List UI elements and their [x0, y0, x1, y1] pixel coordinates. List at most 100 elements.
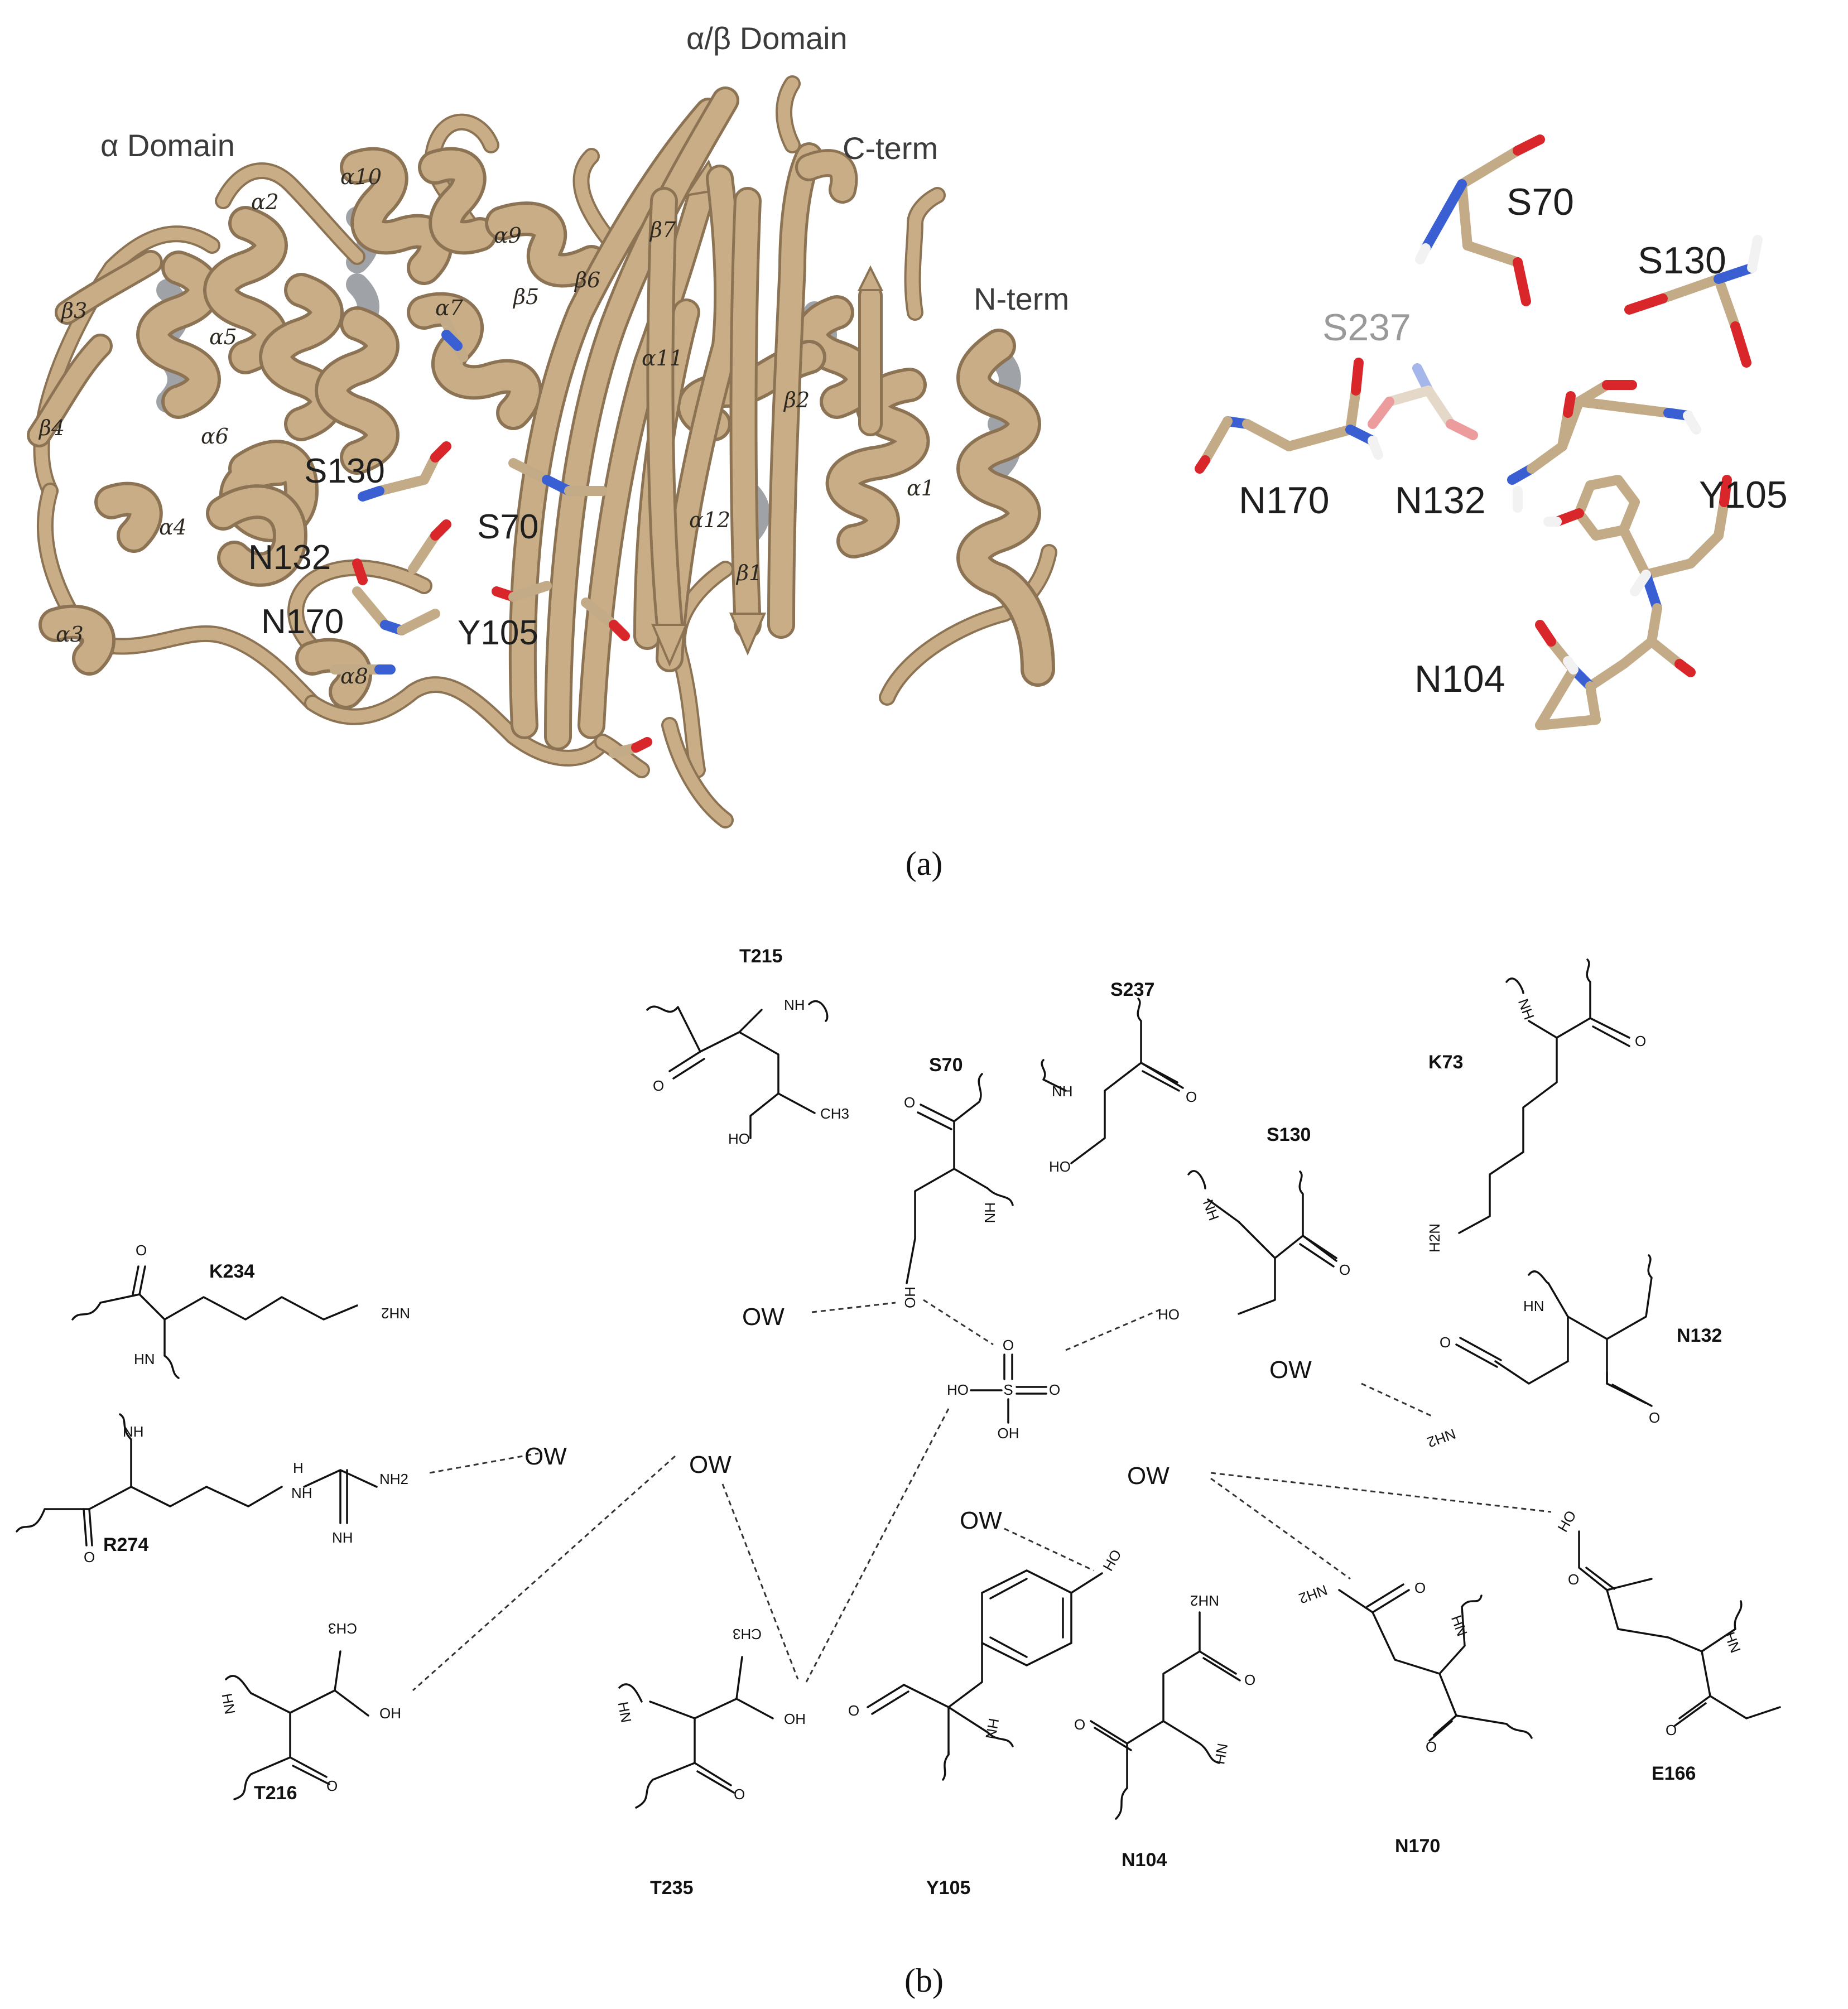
n132-nh2: NH2	[1425, 1425, 1458, 1451]
sulfate-o-right: O	[1049, 1381, 1060, 1398]
active-site-stick-model: S70 S130 S237	[1195, 134, 1788, 730]
n170-o2: O	[1426, 1738, 1437, 1755]
residue-n104: N104 NH2 O O NH	[1074, 1592, 1255, 1871]
sulfate-s: S	[1003, 1381, 1013, 1398]
strand-label-6: β6	[574, 268, 600, 292]
residue-n170: N170 NH2 O HN O	[1297, 1579, 1533, 1857]
stick-label-s237: S237	[1322, 306, 1411, 349]
residue-t215: T215 NH O HO CH3	[646, 946, 849, 1147]
water-ow-3: OW	[524, 1443, 567, 1470]
ribbon-active-site-sticks	[330, 307, 652, 758]
stick-y105: Y105	[1543, 474, 1788, 613]
strand-label-1: β1	[735, 561, 762, 585]
k234-hn: HN	[134, 1351, 155, 1367]
residue-r274: R274 NH O H NH NH2 NH	[16, 1413, 408, 1565]
k73-nh: NH	[1515, 996, 1538, 1022]
label-e166: E166	[1652, 1763, 1696, 1784]
e166-o2: O	[1666, 1722, 1677, 1738]
ribbon-label-n170: N170	[261, 603, 344, 641]
t216-oh: OH	[379, 1705, 401, 1722]
ribbon-label-n132: N132	[248, 538, 331, 577]
water-ow-4: OW	[689, 1451, 732, 1478]
helix-label-12: α12	[689, 508, 730, 532]
n132-hn: HN	[1523, 1298, 1544, 1314]
helix-label-8: α8	[340, 664, 368, 688]
n170-nh2: NH2	[1297, 1582, 1330, 1607]
stick-label-n132: N132	[1395, 479, 1486, 522]
sulfate-group: O HO S O OH	[947, 1337, 1060, 1442]
r274-nh: NH	[123, 1423, 144, 1440]
residue-n132: N132 HN O O NH2	[1425, 1254, 1722, 1451]
s237-ho: HO	[1049, 1158, 1071, 1175]
stick-label-y105: Y105	[1699, 474, 1788, 516]
n132-o: O	[1649, 1409, 1660, 1426]
label-s237: S237	[1110, 979, 1154, 1000]
r274-o: O	[84, 1549, 95, 1565]
t235-ch3: CH3	[733, 1626, 762, 1642]
stick-s130: S130	[1624, 235, 1763, 368]
beta7-arrowhead	[651, 624, 689, 667]
residue-e166: E166 HO O HN O	[1554, 1507, 1781, 1784]
label-y105: Y105	[926, 1877, 970, 1899]
helix-label-9: α9	[494, 223, 522, 248]
y105-o: O	[848, 1702, 859, 1719]
beta1-arrowhead	[729, 613, 767, 656]
k73-o: O	[1635, 1033, 1646, 1049]
helix-label-1: α1	[907, 476, 935, 500]
n104-o: O	[1244, 1671, 1255, 1688]
n104-nh: NH	[1211, 1742, 1231, 1765]
s130-nh: NH	[1200, 1197, 1223, 1223]
s70-hn: HN	[981, 1202, 998, 1223]
alpha-beta-domain-label: α/β Domain	[686, 21, 848, 56]
label-s70: S70	[929, 1054, 963, 1076]
stick-label-s130: S130	[1638, 239, 1726, 282]
r274-nh2: NH2	[379, 1471, 408, 1487]
stick-label-n104: N104	[1414, 658, 1505, 700]
residue-s130: S130 NH O HO	[1158, 1124, 1350, 1323]
ribbon-label-y105: Y105	[458, 614, 538, 652]
stick-n104: N104	[1414, 603, 1696, 730]
s130-ho: HO	[1158, 1306, 1180, 1323]
label-t216: T216	[254, 1782, 297, 1804]
s237-nh: NH	[1052, 1083, 1073, 1100]
sulfate-oh: OH	[998, 1425, 1019, 1442]
helix-label-5: α5	[209, 325, 237, 349]
strand-label-5: β5	[512, 285, 539, 309]
strand-label-4: β4	[38, 416, 65, 440]
t235-hn: HN	[615, 1700, 635, 1724]
y105-ho: HO	[1099, 1547, 1124, 1574]
water-ow-6: OW	[960, 1507, 1002, 1534]
label-r274: R274	[103, 1534, 148, 1555]
e166-hn: HN	[1721, 1630, 1744, 1655]
alpha-domain-label: α Domain	[100, 128, 235, 163]
strand-label-3: β3	[60, 298, 87, 323]
beta2-arrowhead	[857, 265, 884, 291]
helix-label-3: α3	[56, 622, 84, 647]
stick-s70: S70	[1415, 134, 1574, 306]
panel-b-caption: (b)	[904, 1962, 944, 1999]
sulfate-o-top: O	[1003, 1337, 1014, 1353]
ribbon-label-s130: S130	[304, 452, 385, 490]
residue-t235: T235 HN CH3 OH O	[615, 1626, 806, 1899]
hydrogen-bonds	[412, 1299, 1552, 1692]
label-n104: N104	[1122, 1849, 1167, 1871]
c-term-label: C-term	[843, 131, 938, 166]
stick-label-s70: S70	[1507, 181, 1574, 223]
ribbon-loops	[33, 75, 1057, 828]
n104-nh2: NH2	[1190, 1592, 1219, 1609]
ribbon-strands	[27, 86, 884, 750]
label-t235: T235	[650, 1877, 694, 1899]
helix-label-7: α7	[435, 296, 464, 320]
label-n170: N170	[1395, 1835, 1440, 1857]
n104-o2: O	[1074, 1716, 1085, 1733]
t215-ho: HO	[728, 1130, 750, 1147]
helix-label-6: α6	[201, 424, 229, 449]
e166-ho: HO	[1554, 1507, 1579, 1535]
s70-o: O	[904, 1094, 915, 1111]
residue-k234: K234 O HN NH2	[71, 1242, 410, 1379]
t216-ch3: CH3	[328, 1620, 357, 1637]
s237-o: O	[1186, 1088, 1197, 1105]
strand-label-7: β7	[649, 218, 676, 242]
helix-label-2: α2	[251, 190, 279, 214]
